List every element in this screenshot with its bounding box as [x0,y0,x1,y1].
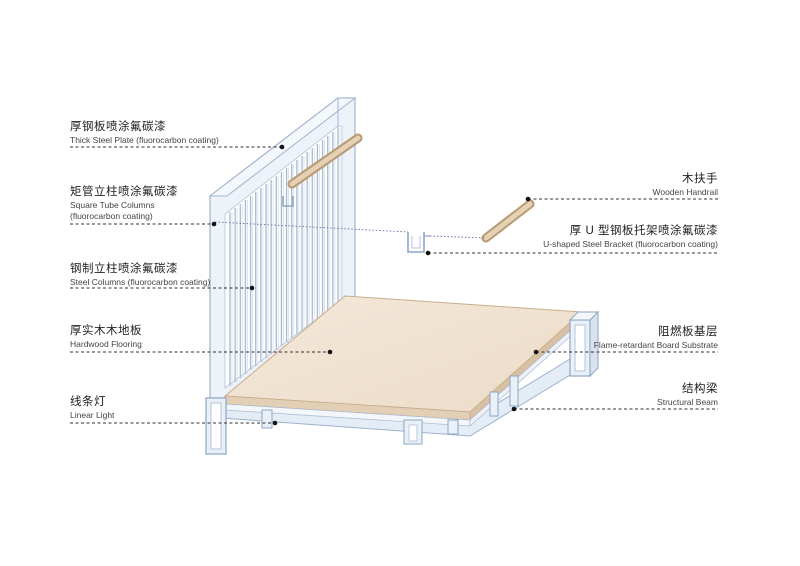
callout-flame-retardant: 阻燃板基层 Flame-retardant Board Substrate [594,325,718,351]
callout-en: Steel Columns (fluorocarbon coating) [70,277,211,287]
callout-en: Hardwood Flooring [70,339,142,349]
callout-cn: 矩管立柱喷涂氟碳漆 [70,186,178,198]
callout-cn: 钢制立柱喷涂氟碳漆 [70,263,178,275]
structural-beams [205,310,600,455]
callout-linear-light: 线条灯 Linear Light [70,395,114,421]
wooden-handrail-installed [282,133,363,207]
wooden-handrail-exploded [481,199,535,243]
explosion-guides [214,221,487,239]
callout-u-bracket: 厚 U 型钢板托架喷涂氟碳漆 U-shaped Steel Bracket (f… [543,224,718,250]
callout-cn: 阻燃板基层 [658,326,718,338]
callout-wooden-handrail: 木扶手 Wooden Handrail [652,172,718,198]
callout-en: Flame-retardant Board Substrate [593,340,718,350]
callout-hardwood-flooring: 厚实木木地板 Hardwood Flooring [70,324,142,350]
callout-en: U-shaped Steel Bracket (fluorocarbon coa… [543,239,718,249]
callout-thick-steel-plate: 厚钢板喷涂氟碳漆 Thick Steel Plate (fluorocarbon… [70,120,219,146]
callout-cn: 厚实木木地板 [70,325,142,337]
callout-cn: 厚钢板喷涂氟碳漆 [70,121,166,133]
leader-dots [211,144,539,426]
callout-structural-beam: 结构梁 Structural Beam [657,382,718,408]
callout-cn: 线条灯 [70,396,106,408]
callout-cn: 厚 U 型钢板托架喷涂氟碳漆 [569,225,718,237]
leader-lines [70,146,718,424]
u-bracket-exploded [407,232,430,253]
callout-steel-columns: 钢制立柱喷涂氟碳漆 Steel Columns (fluorocarbon co… [70,262,210,288]
callout-cn: 结构梁 [682,383,718,395]
callout-en-2: (fluorocarbon coating) [70,211,153,221]
steel-columns [229,128,341,386]
callout-en: Linear Light [70,410,115,420]
callout-en: Thick Steel Plate (fluorocarbon coating) [70,135,219,145]
callout-en: Square Tube Columns [70,200,155,210]
callout-square-tube-columns: 矩管立柱喷涂氟碳漆 Square Tube Columns (fluorocar… [70,185,178,222]
callout-cn: 木扶手 [682,173,718,185]
callout-en: Structural Beam [657,397,718,407]
callout-en: Wooden Handrail [652,187,718,197]
